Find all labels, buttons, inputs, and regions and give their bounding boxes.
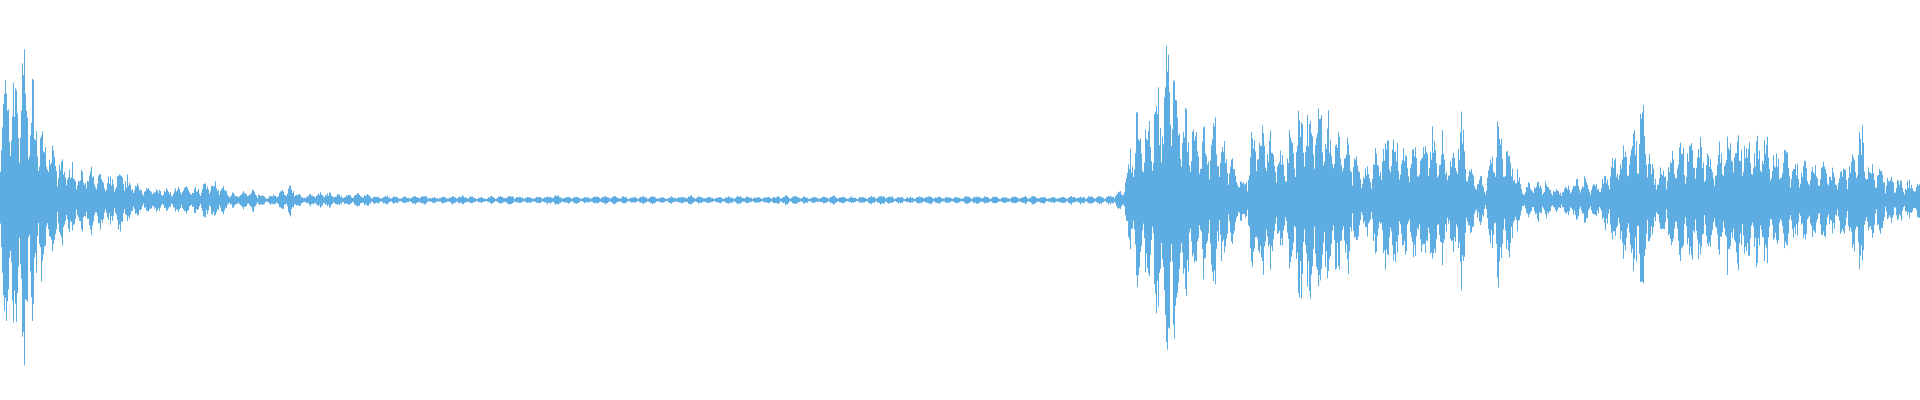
waveform-samples: [0, 46, 1920, 366]
